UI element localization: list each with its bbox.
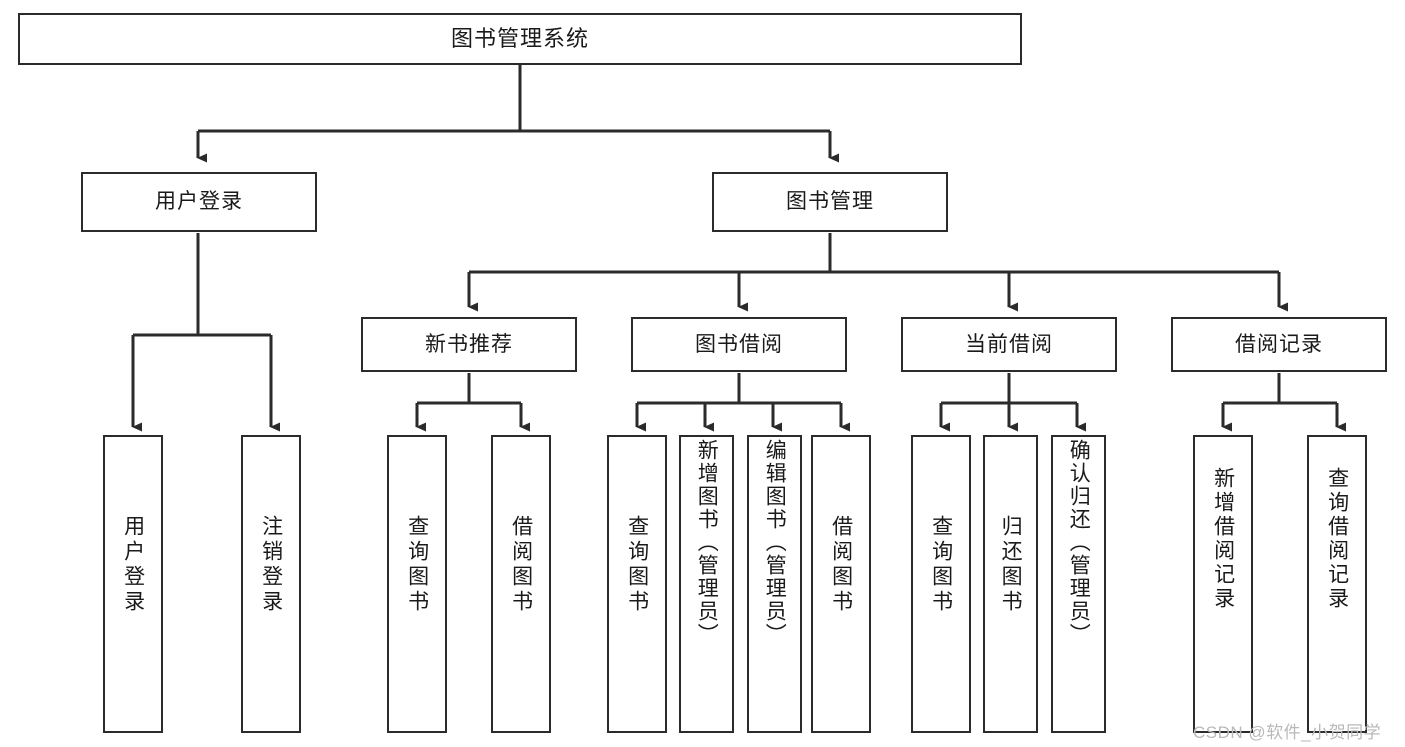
leaf-borrow-add-book[interactable]: 新增图书（管理员）: [679, 435, 734, 733]
leaf-record-query-label: 查询借阅记录: [1325, 467, 1349, 611]
leaf-borrow-query-book[interactable]: 查询图书: [607, 435, 667, 733]
node-borrow-record[interactable]: 借阅记录: [1171, 317, 1387, 372]
leaf-borrow-lend-book[interactable]: 借阅图书: [811, 435, 871, 733]
node-book-management-label: 图书管理: [786, 190, 874, 214]
leaf-recommend-query-book[interactable]: 查询图书: [387, 435, 447, 733]
leaf-current-return-book[interactable]: 归还图书: [983, 435, 1038, 733]
leaf-current-return-book-label: 归还图书: [999, 515, 1023, 615]
leaf-user-logout[interactable]: 注销登录: [241, 435, 301, 733]
leaf-record-add-label: 新增借阅记录: [1211, 467, 1235, 611]
node-current-borrow-label: 当前借阅: [965, 332, 1053, 356]
node-book-borrow[interactable]: 图书借阅: [631, 317, 847, 372]
node-new-book-recommend[interactable]: 新书推荐: [361, 317, 577, 372]
node-book-management[interactable]: 图书管理: [712, 172, 948, 232]
leaf-user-login-label: 用户登录: [121, 515, 145, 615]
leaf-record-add[interactable]: 新增借阅记录: [1193, 435, 1253, 733]
watermark-text: CSDN @软件_小贺同学: [1193, 723, 1382, 742]
leaf-borrow-edit-book[interactable]: 编辑图书（管理员）: [747, 435, 802, 733]
leaf-user-login[interactable]: 用户登录: [103, 435, 163, 733]
node-borrow-record-label: 借阅记录: [1235, 332, 1323, 356]
leaf-current-query-book-label: 查询图书: [929, 515, 953, 615]
leaf-borrow-query-book-label: 查询图书: [625, 515, 649, 615]
node-new-book-recommend-label: 新书推荐: [425, 332, 513, 356]
node-book-borrow-label: 图书借阅: [695, 332, 783, 356]
node-root-label: 图书管理系统: [450, 25, 589, 51]
leaf-borrow-add-book-label: 新增图书（管理员）: [695, 439, 719, 646]
leaf-recommend-borrow-book[interactable]: 借阅图书: [491, 435, 551, 733]
leaf-recommend-borrow-book-label: 借阅图书: [509, 515, 533, 615]
leaf-current-query-book[interactable]: 查询图书: [911, 435, 971, 733]
leaf-borrow-lend-book-label: 借阅图书: [829, 515, 853, 615]
leaf-record-query[interactable]: 查询借阅记录: [1307, 435, 1367, 733]
node-user-login[interactable]: 用户登录: [81, 172, 317, 232]
node-root-library-system[interactable]: 图书管理系统: [18, 13, 1022, 65]
node-user-login-label: 用户登录: [155, 190, 243, 214]
leaf-current-confirm-return[interactable]: 确认归还（管理员）: [1051, 435, 1106, 733]
node-current-borrow[interactable]: 当前借阅: [901, 317, 1117, 372]
leaf-borrow-edit-book-label: 编辑图书（管理员）: [763, 439, 787, 646]
leaf-current-confirm-return-label: 确认归还（管理员）: [1067, 439, 1091, 646]
leaf-user-logout-label: 注销登录: [259, 515, 283, 615]
leaf-recommend-query-book-label: 查询图书: [405, 515, 429, 615]
